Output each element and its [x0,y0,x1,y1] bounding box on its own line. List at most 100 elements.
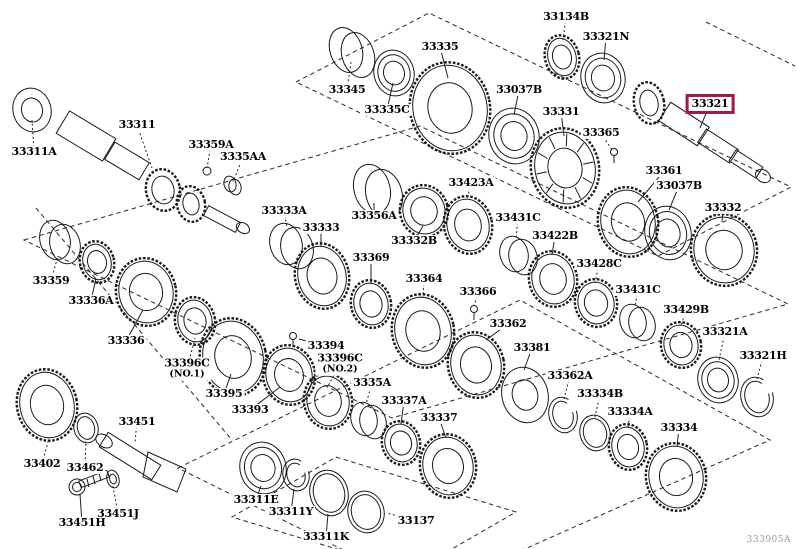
part-drawing-ring-33396c-no2 [302,371,354,431]
part-label-33337a[interactable]: 33337A [379,393,429,408]
part-label-33422b[interactable]: 33422B [530,229,580,243]
part-drawing-hub-33331 [529,127,601,209]
part-number-text: 33311 [118,117,156,131]
part-number-text: 33331 [542,104,580,118]
part-label-33431c[interactable]: 33431C [493,211,543,225]
part-label-33369[interactable]: 33369 [350,251,392,265]
group-outline [35,207,233,441]
part-label-3335a[interactable]: 3335A [351,376,393,390]
part-label-33356a[interactable]: 33356A [349,209,399,223]
part-label-33462[interactable]: 33462 [64,461,106,475]
part-drawing-ring-33311k [309,469,349,517]
part-label-33451h[interactable]: 33451H [56,515,108,530]
part-label-33402[interactable]: 33402 [21,456,63,471]
leader-line [634,289,639,307]
part-number-text: 33423A [448,175,494,189]
part-label-33423a[interactable]: 33423A [446,175,496,190]
part-number-text: 33359A [188,137,234,151]
part-number-text: 33361 [645,163,683,177]
part-label-33331[interactable]: 33331 [540,104,582,119]
part-drawing-gear-33335 [408,61,492,155]
part-drawing-snap-ring-33321h [740,376,774,418]
part-label-33311k[interactable]: 33311K [300,530,352,544]
part-label-33311y[interactable]: 33311Y [266,505,316,519]
part-label-33381[interactable]: 33381 [511,341,553,355]
part-number-text: 33451H [58,515,106,529]
part-label-33396c-no-2-[interactable]: 33396C(NO.2) [315,352,365,376]
leader-line [562,16,567,41]
leader-line [600,132,613,151]
part-label-33336a[interactable]: 33336A [66,294,116,308]
part-label-33037b[interactable]: 33037B [494,83,544,97]
part-drawing-ring-33345 [328,27,376,78]
part-number-text: 33334A [607,404,653,418]
part-number-text: 33337A [381,393,427,407]
part-label-33394[interactable]: 33394 [305,339,347,353]
leader-line [594,263,600,284]
part-label-33359a[interactable]: 33359A [186,137,236,152]
part-label-33393[interactable]: 33393 [229,403,271,417]
part-label-33336[interactable]: 33336 [105,334,147,348]
part-label-33311e[interactable]: 33311E [231,493,281,507]
part-number-text: 33335 [421,39,459,53]
part-number-text: 33321 [691,96,729,110]
figure-code: 333905A [746,535,791,545]
part-label-33362[interactable]: 33362 [487,317,529,331]
part-label-33311a[interactable]: 33311A [9,145,59,159]
part-number-text: 33037B [656,178,702,192]
part-label-33321n[interactable]: 33321N [580,29,632,44]
part-label-33451[interactable]: 33451 [116,414,158,429]
part-number-text: 33362A [547,368,593,382]
part-label-33321a[interactable]: 33321A [700,325,750,339]
part-label-33395[interactable]: 33395 [203,387,245,401]
part-label-33134b[interactable]: 33134B [541,9,591,24]
part-label-33037b-2[interactable]: 33037B [654,178,704,193]
part-label-33345[interactable]: 33345 [326,83,368,97]
part-drawing-hub-33336a [78,240,116,284]
part-label-33396c-no-1-[interactable]: 33396C(NO.1) [162,357,212,381]
part-drawing-bearing-33337a [380,419,422,467]
part-label-33335c[interactable]: 33335C [362,103,412,117]
part-label-33335[interactable]: 33335 [419,39,461,54]
part-number-text: 33321N [582,29,630,43]
part-label-33365[interactable]: 33365 [580,126,622,140]
part-label-33321h[interactable]: 33321H [737,349,789,363]
part-drawing-gear-33134b [543,34,581,80]
part-drawing-gear-33369 [349,278,393,330]
part-label-33332b[interactable]: 33332B [389,234,439,248]
part-number-text: 33359 [32,273,70,287]
part-label-33334b[interactable]: 33334B [575,387,625,401]
part-label-33137[interactable]: 33137 [395,514,437,528]
part-drawing-bearing-33321n [580,52,626,104]
part-number-text: 33451 [118,414,156,428]
part-label-33431c-2[interactable]: 33431C [613,283,663,297]
part-label-33428c[interactable]: 33428C [574,257,624,271]
part-number-text: 33402 [23,456,61,470]
part-number-text: 33332 [704,200,742,214]
part-label-33366[interactable]: 33366 [457,285,499,299]
leader-line [283,210,288,228]
part-drawing-ring-33423a [442,194,494,256]
part-label-33364[interactable]: 33364 [403,272,445,286]
part-label-33337[interactable]: 33337 [418,411,460,425]
part-label-33361[interactable]: 33361 [643,163,685,178]
part-label-33359[interactable]: 33359 [30,273,72,288]
part-label-33334a[interactable]: 33334A [605,404,655,419]
part-label-33334[interactable]: 33334 [658,421,700,435]
part-label-33333[interactable]: 33333 [300,221,342,235]
part-label-33311[interactable]: 33311 [116,117,158,132]
part-drawing-gear-33336 [114,256,178,328]
part-drawing-gear-33337 [418,432,478,500]
leader-line [680,309,687,327]
part-label-33321-highlighted[interactable]: 33321 [685,93,735,115]
part-label-33332[interactable]: 33332 [702,200,744,215]
part-label-33362a[interactable]: 33362A [545,368,595,383]
part-label-33429b[interactable]: 33429B [661,303,711,317]
part-number-text: 33134B [543,9,589,23]
part-number-suffix: (NO.1) [169,368,205,380]
leader-line [136,124,153,169]
part-label-3335aa[interactable]: 3335AA [218,150,268,164]
part-label-33333a[interactable]: 33333A [259,204,309,218]
